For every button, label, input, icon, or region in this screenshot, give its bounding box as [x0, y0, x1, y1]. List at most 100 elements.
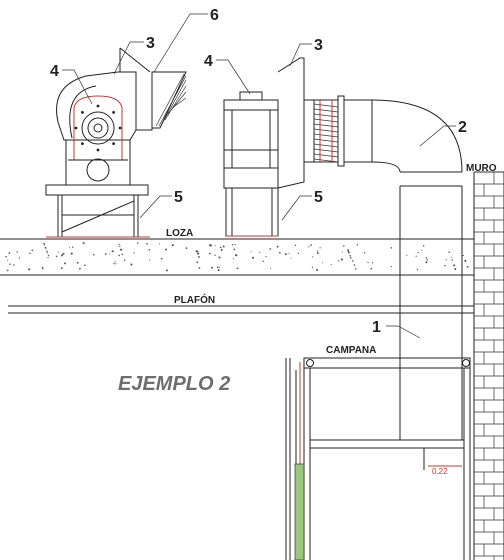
slab-speckle — [450, 256, 452, 258]
slab-speckle — [370, 267, 373, 270]
slab-speckle — [290, 257, 292, 259]
slab-speckle — [347, 251, 350, 254]
slab-speckle — [46, 252, 49, 254]
slab-speckle — [316, 268, 319, 271]
slab-speckle — [146, 242, 148, 245]
slab-speckle — [136, 242, 139, 244]
slab-speckle — [417, 251, 419, 254]
slab-speckle — [312, 256, 314, 258]
slab-speckle — [70, 252, 73, 255]
slab-speckle — [288, 253, 290, 255]
slab-speckle — [28, 268, 31, 271]
slab-speckle — [222, 245, 225, 248]
slab-speckle — [47, 254, 50, 257]
slab-speckle — [47, 256, 49, 259]
slab-speckle — [338, 260, 340, 262]
flex-connector-hatch — [313, 128, 339, 133]
flex-connector-hatch — [313, 108, 339, 113]
slab-speckle — [367, 261, 369, 264]
slab-speckle — [82, 242, 85, 245]
slab-speckle — [269, 248, 272, 250]
slab-speckle — [120, 248, 123, 251]
slab-speckle — [343, 245, 345, 247]
slab-speckle — [317, 250, 319, 252]
slab-speckle — [311, 266, 314, 268]
slab-speckle — [421, 249, 423, 251]
slab-speckle — [29, 252, 31, 255]
slab-speckle — [465, 260, 467, 262]
muro-label: MURO — [466, 163, 497, 174]
slab-speckle — [46, 250, 48, 253]
slab-speckle — [44, 246, 47, 249]
flex-connector-hatch — [313, 153, 339, 158]
slab-speckle — [13, 264, 15, 266]
slab-speckle — [219, 246, 222, 249]
slab-speckle — [197, 255, 200, 258]
slab-speckle — [454, 267, 457, 271]
slab-speckle — [114, 261, 116, 263]
slab-speckle — [111, 250, 113, 253]
slab-speckle — [41, 266, 44, 269]
loza-slab — [0, 238, 474, 276]
slab-speckle — [84, 264, 86, 267]
slab-speckle — [426, 259, 428, 261]
slab-speckle — [310, 244, 312, 246]
slab-speckle — [63, 262, 67, 265]
slab-speckle — [422, 245, 425, 247]
slab-speckle — [356, 244, 359, 246]
slab-speckle — [445, 259, 447, 261]
slab-speckle — [451, 259, 453, 261]
slab-speckle — [16, 251, 18, 253]
slab-speckle — [149, 259, 151, 261]
flex-connector-hatch — [313, 148, 339, 153]
slab-speckle — [43, 244, 46, 246]
callout-4-left: 4 — [50, 63, 59, 80]
slab-speckle — [462, 254, 464, 257]
motor-bolt — [112, 111, 115, 114]
motor-bolt — [112, 142, 115, 146]
slab-speckle — [390, 247, 392, 249]
slab-speckle — [7, 259, 9, 261]
slab-speckle — [363, 252, 366, 254]
muro-wall — [473, 171, 504, 560]
slab-speckle — [349, 256, 352, 259]
outlet-grille-hatch — [155, 73, 187, 127]
slab-speckle — [31, 249, 34, 251]
slab-speckle — [217, 269, 220, 272]
slab-speckle — [349, 254, 351, 257]
slab-speckle — [118, 254, 120, 257]
slab-speckle — [236, 267, 239, 270]
slab-speckle — [115, 263, 117, 265]
slab-speckle — [185, 247, 188, 249]
slab-speckle — [104, 253, 107, 255]
slab-speckle — [216, 266, 219, 269]
slab-speckle — [9, 263, 11, 265]
slab-speckle — [425, 261, 428, 264]
motor-bolt — [96, 104, 100, 108]
plafon-label: PLAFÓN — [174, 293, 215, 306]
flex-connector-hatch — [313, 123, 339, 128]
slab-speckle — [259, 251, 261, 253]
slab-speckle — [60, 267, 63, 270]
slab-speckle — [158, 243, 160, 245]
slab-speckle — [219, 266, 221, 268]
slab-speckle — [62, 252, 65, 255]
slab-speckle — [252, 256, 255, 259]
slab-speckle — [319, 247, 321, 249]
callout-5-left: 5 — [174, 189, 183, 206]
slab-speckle — [118, 243, 120, 246]
slab-speckle — [5, 255, 7, 258]
ejemplo-title: EJEMPLO 2 — [118, 373, 230, 395]
motor-bolt — [118, 126, 122, 130]
slab-speckle — [250, 251, 252, 253]
slab-speckle — [79, 267, 81, 270]
slab-speckle — [55, 255, 58, 258]
slab-speckle — [330, 263, 332, 265]
slab-speckle — [68, 247, 70, 249]
slab-speckle — [340, 258, 343, 261]
slab-speckle — [406, 254, 408, 256]
slab-speckle — [6, 269, 9, 272]
slab-speckle — [196, 261, 199, 263]
slab-speckle — [279, 251, 281, 254]
